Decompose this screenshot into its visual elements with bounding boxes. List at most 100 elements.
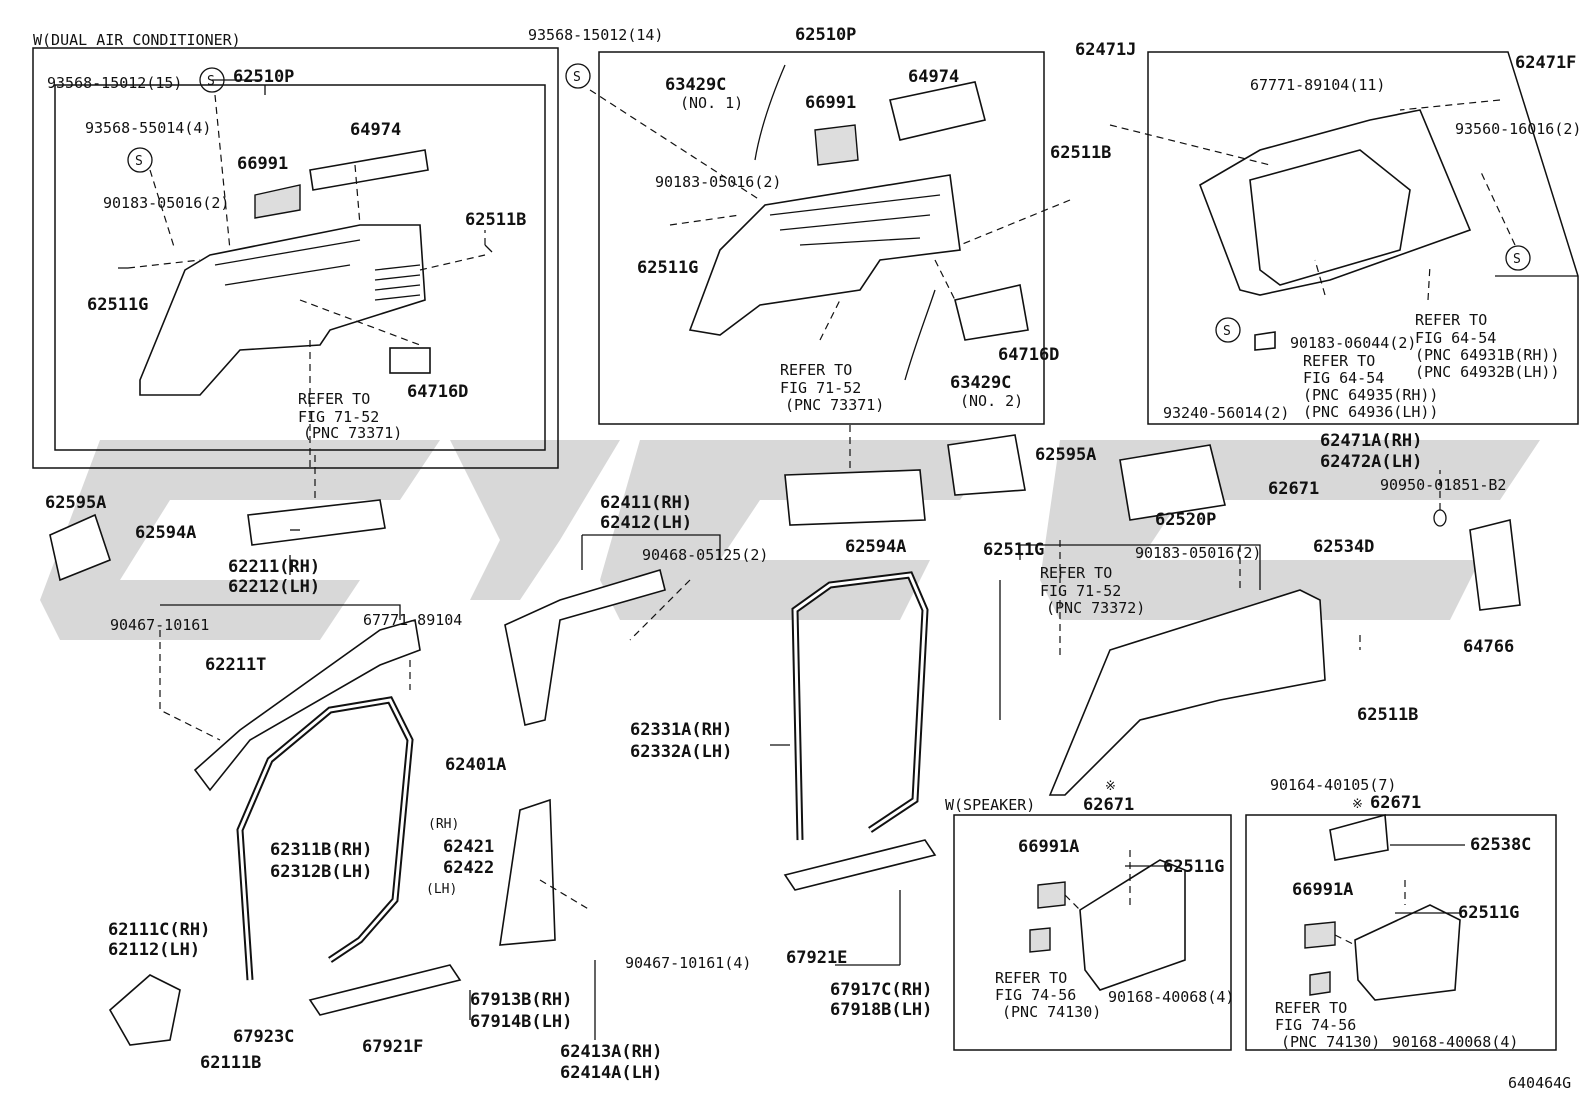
part-62594a-left [247, 499, 386, 546]
part-label-l73: (RH) [428, 817, 459, 832]
part-label-l13: 93568-15012(14) [528, 26, 663, 44]
window-trim-right [1199, 109, 1472, 296]
part-label-l20: 62511B [1050, 143, 1111, 163]
part-label-l55: 62594A [845, 537, 906, 557]
part-label-l26: (NO. 2) [960, 392, 1023, 410]
center-box [598, 51, 1045, 425]
part-label-l98: 62538C [1470, 835, 1531, 855]
part-label-l39: (PNC 64935(RH)) [1303, 386, 1438, 404]
s-mark-1 [127, 147, 153, 173]
part-label-l36: 90183-06044(2) [1290, 334, 1416, 352]
part-label-l23: FIG 71-52 [780, 379, 861, 397]
part-label-l11: FIG 71-52 [298, 408, 379, 426]
part-label-l09: 64716D [407, 382, 468, 402]
part-label-l42: 62471A(RH) [1320, 431, 1422, 451]
part-label-l94: FIG 74-56 [995, 986, 1076, 1004]
part-label-l06: 90183-05016(2) [103, 194, 229, 212]
part-label-l78: 62112(LH) [108, 940, 200, 960]
part-label-l25: 63429C [950, 373, 1011, 393]
part-label-l54: 62595A [1035, 445, 1096, 465]
part-label-l69: 62511B [1357, 705, 1418, 725]
s-mark-text-2: S [207, 74, 215, 89]
speaker-box-right [1245, 814, 1557, 1051]
part-label-l103: (PNC 74130) [1281, 1033, 1380, 1051]
part-62594a-center [784, 469, 926, 526]
part-label-l35: (PNC 64932B(LH)) [1415, 363, 1560, 381]
part-label-l22: REFER TO [780, 361, 852, 379]
part-64974-center [889, 81, 986, 141]
part-label-l96: 90168-40068(4) [1108, 988, 1234, 1006]
s-mark-3 [565, 63, 591, 89]
part-label-l91: 66991A [1018, 837, 1079, 857]
quarter-trim-left [139, 224, 426, 396]
part-66991 [254, 184, 301, 219]
part-label-l45: 62594A [135, 523, 196, 543]
part-label-l18: 64974 [908, 67, 959, 87]
part-label-l27: 64716D [998, 345, 1059, 365]
part-label-l40: (PNC 64936(LH)) [1303, 403, 1438, 421]
part-label-l28: 62471J [1075, 40, 1136, 60]
part-label-l58: 90950-01851-B2 [1380, 476, 1506, 494]
part-62538c [1329, 813, 1389, 861]
part-label-l17: 66991 [805, 93, 856, 113]
part-label-l100: 62511G [1458, 903, 1519, 923]
part-64716d [389, 347, 431, 374]
s-mark-text-1: S [135, 154, 143, 169]
box-title-speaker: W(SPEAKER) [945, 796, 1035, 814]
part-label-l47: 62212(LH) [228, 577, 320, 597]
part-label-l49: 67771-89104 [363, 611, 462, 629]
part-label-l04: 64974 [350, 120, 401, 140]
part-66991a-left [1037, 881, 1066, 909]
part-66991a-left-2 [1029, 927, 1051, 953]
part-label-l59: 62511G [983, 540, 1044, 560]
part-label-l102: FIG 74-56 [1275, 1016, 1356, 1034]
part-label-l99: 66991A [1292, 880, 1353, 900]
part-90950 [1433, 509, 1447, 527]
dual-ac-outer-box [32, 47, 559, 469]
part-66991a-right-2 [1309, 971, 1331, 996]
note-mark-1: ※ [1105, 779, 1116, 794]
part-label-l12: (PNC 73371) [303, 424, 402, 442]
part-label-l72: 62312B(LH) [270, 862, 372, 882]
part-label-l02: 62510P [233, 67, 294, 87]
part-label-l51: 62411(RH) [600, 493, 692, 513]
part-label-l88: 67917C(RH) [830, 980, 932, 1000]
part-label-l70: 90164-40105(7) [1270, 776, 1396, 794]
part-label-l79: 67923C [233, 1027, 294, 1047]
part-label-l43: 62472A(LH) [1320, 452, 1422, 472]
part-64716d-center [954, 284, 1029, 341]
speaker-box-left [953, 814, 1232, 1051]
part-label-l31: 93560-16016(2) [1455, 120, 1581, 138]
part-label-l46: 62211(RH) [228, 557, 320, 577]
part-label-l53: 90468-05125(2) [642, 546, 768, 564]
s-mark-4 [1215, 317, 1241, 343]
part-62595a-left [49, 513, 111, 582]
part-label-l101: REFER TO [1275, 999, 1347, 1017]
part-label-l07: 62511B [465, 210, 526, 230]
part-label-l34: (PNC 64931B(RH)) [1415, 346, 1560, 364]
part-speaker-trim-right [1354, 904, 1461, 1001]
part-label-l71: 62311B(RH) [270, 840, 372, 860]
s-mark-5 [1505, 245, 1531, 271]
part-label-l21: 62511G [637, 258, 698, 278]
part-label-l77: 62111C(RH) [108, 920, 210, 940]
labels: W(DUAL AIR CONDITIONER) 93568-15012(15) … [33, 25, 1581, 1092]
part-label-l95: (PNC 74130) [1002, 1003, 1101, 1021]
part-label-l85: 62414A(LH) [560, 1063, 662, 1083]
part-label-l60: REFER TO [1040, 564, 1112, 582]
part-label-l08: 62511G [87, 295, 148, 315]
part-label-l14: 62510P [795, 25, 856, 45]
part-label-l80: 62111B [200, 1053, 261, 1073]
part-label-l68: 62332A(LH) [630, 742, 732, 762]
part-label-l81: 67921F [362, 1037, 423, 1057]
s-mark-text-4: S [1223, 324, 1231, 339]
part-label-l74: 62421 [443, 837, 494, 857]
part-66991a-right [1304, 921, 1336, 949]
part-62520p [1119, 444, 1226, 521]
part-label-l84: 62413A(RH) [560, 1042, 662, 1062]
part-label-l86: 90467-10161(4) [625, 954, 751, 972]
part-label-l83: 67914B(LH) [470, 1012, 572, 1032]
part-label-l37: REFER TO [1303, 352, 1375, 370]
part-64935 [1254, 331, 1276, 351]
